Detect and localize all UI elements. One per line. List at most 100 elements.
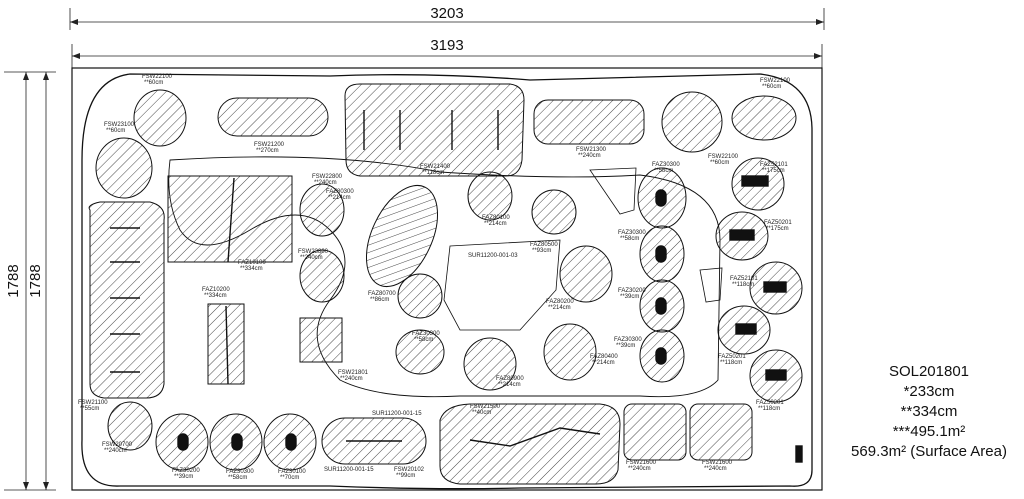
item-height-label: **214cm <box>592 360 615 366</box>
item-code-label: FAZ10100 <box>238 260 266 266</box>
item-height-label: **58cm <box>654 168 673 174</box>
item-code-label: SUR11200-001-03 <box>468 253 518 259</box>
panel-circle-1 <box>299 183 345 237</box>
product-height-1: *233cm <box>903 383 955 400</box>
item-height-label: **86cm <box>370 297 389 303</box>
net-frame-1 <box>623 403 687 461</box>
panel-circle-2 <box>299 249 345 303</box>
item-code-label: FSW21600 <box>702 460 733 466</box>
item-code-label: FSW22800 <box>312 174 343 180</box>
item-code-label: FAZ30100 <box>278 469 306 475</box>
small-circle <box>107 401 153 451</box>
item-height-label: **39cm <box>616 343 635 349</box>
item-height-label: **334cm <box>240 266 263 272</box>
item-height-label: **60cm <box>106 128 125 134</box>
spinner-circle-2 <box>95 137 153 199</box>
item-height-label: **60cm <box>144 80 163 86</box>
item-height-label: **240cm <box>104 448 127 454</box>
item-code-label: FSW21400 <box>420 164 451 170</box>
item-code-label: SUR11200-001-15 <box>324 467 374 473</box>
item-code-label: FSW21801 <box>338 370 369 376</box>
item-code-label: FAZ30300 <box>226 469 254 475</box>
rail-posts <box>363 110 499 150</box>
item-height-label: **55cm <box>80 406 99 412</box>
item-labels: FSW22100**60cmFSW23100**60cmFSW21200**27… <box>78 74 792 481</box>
swing-seats <box>110 227 140 373</box>
item-height-label: **60cm <box>710 160 729 166</box>
item-code-label: FAZ50201 <box>764 220 792 226</box>
item-height-label: **240cm <box>704 466 727 472</box>
item-height-label: **58cm <box>228 475 247 481</box>
product-area: ***495.1m² <box>892 423 966 440</box>
surface-zone <box>589 167 637 215</box>
item-height-label: **175cm <box>762 168 785 174</box>
item-code-label: SUR11200-001-15 <box>372 411 422 417</box>
item-code-label: FAZ30300 <box>618 230 646 236</box>
inner-height-dimension: 1788 <box>27 264 44 297</box>
item-code-label: FAZ80500 <box>530 242 558 248</box>
item-height-label: **214cm <box>548 305 571 311</box>
item-height-label: **118cm <box>758 406 780 412</box>
outer-width-dimension: 3203 <box>430 5 463 22</box>
spinner-circle-3 <box>661 91 723 153</box>
fitness-unit-7 <box>463 337 517 391</box>
product-height-2: **334cm <box>900 403 958 420</box>
dimension-lines <box>4 8 825 491</box>
item-height-label: **58cm <box>620 236 639 242</box>
play-structures <box>88 83 753 485</box>
item-code-label: FSW21300 <box>576 147 607 153</box>
swing-bank <box>88 201 165 399</box>
item-height-label: **93cm <box>532 248 551 254</box>
item-height-label: **39cm <box>620 294 639 300</box>
item-height-label: **118cm <box>732 282 754 288</box>
fitness-unit-6 <box>395 329 445 375</box>
product-surface-area: 569.3m² (Surface Area) <box>851 443 1007 460</box>
item-code-label: FAZ80400 <box>590 354 618 360</box>
item-code-label: FAZ80200 <box>546 299 574 305</box>
item-height-label: **214cm <box>498 382 521 388</box>
item-code-label: FAZ30200 <box>172 468 200 474</box>
item-code-label: FAZ10200 <box>202 287 230 293</box>
rail-bank <box>344 83 525 177</box>
item-height-label: **240cm <box>300 255 323 261</box>
sand-area <box>443 239 561 331</box>
equipment-details <box>110 110 803 463</box>
item-code-label: FSW22100 <box>708 154 739 160</box>
item-height-label: **240cm <box>340 376 363 382</box>
item-code-label: FSW20700 <box>102 442 133 448</box>
item-code-label: FSW21500 <box>470 404 501 410</box>
item-code-label: FAZ52101 <box>760 162 788 168</box>
item-height-label: **118cm <box>422 170 444 176</box>
dimension-arrows <box>23 19 824 490</box>
cross-platform <box>299 317 343 363</box>
safety-surface-outline <box>81 73 813 490</box>
item-code-label: FAZ50201 <box>756 400 784 406</box>
spinner-circle-4 <box>731 95 797 141</box>
item-code-label: FSW21200 <box>254 142 285 148</box>
item-code-label: FSW23800 <box>298 249 329 255</box>
item-code-label: FAZ80300 <box>326 189 354 195</box>
item-code-label: FAZ80100 <box>482 215 510 221</box>
outer-height-dimension: 1788 <box>5 264 22 297</box>
circular-elements <box>95 89 803 471</box>
item-code-label: FSW20102 <box>394 467 425 473</box>
product-code: SOL201801 <box>888 363 970 380</box>
fitness-unit-5 <box>397 273 443 319</box>
item-height-label: **270cm <box>256 148 279 154</box>
item-code-label: FSW22100 <box>142 74 173 80</box>
item-code-label: FAZ30300 <box>652 162 680 168</box>
item-height-label: **118cm <box>720 360 742 366</box>
item-height-label: **214cm <box>484 221 507 227</box>
item-code-label: FAZ30300 <box>412 331 440 337</box>
item-code-label: FSW23100 <box>104 122 135 128</box>
item-code-label: FSW21600 <box>626 460 657 466</box>
fitness-unit-4 <box>559 245 613 303</box>
surface-zone-2 <box>699 267 723 303</box>
item-height-label: **214cm <box>328 195 351 201</box>
item-code-label: FAZ80900 <box>496 376 524 382</box>
site-boundary <box>71 67 823 491</box>
item-code-label: FAZ30300 <box>614 337 642 343</box>
fitness-unit-1 <box>366 184 438 288</box>
item-height-label: **58cm <box>414 337 433 343</box>
